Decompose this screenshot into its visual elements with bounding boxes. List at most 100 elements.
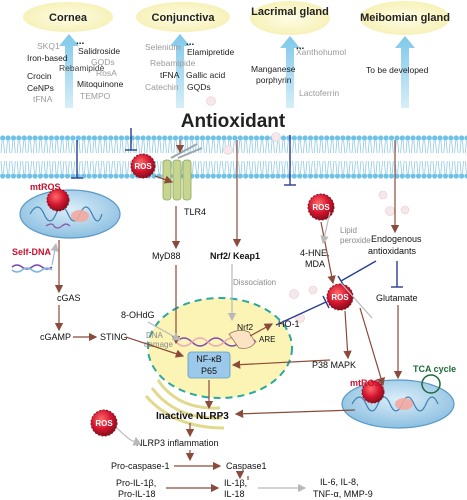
agent-lactoferrin: Lactoferrin bbox=[299, 88, 339, 98]
membrane-head bbox=[221, 135, 227, 141]
pro-il18-label: Pro-IL-18 bbox=[118, 489, 156, 499]
agents-conjunctiva: ... Selenium Elamipretide Rebamipide tFN… bbox=[145, 37, 235, 92]
membrane-head bbox=[199, 173, 206, 179]
membrane-head bbox=[253, 173, 260, 179]
membrane-head bbox=[378, 173, 384, 179]
agents-cornea: ... SKQ1 Iron-based Crocin CeNPs tFNA Sa… bbox=[27, 36, 124, 104]
agent-skq1: SKQ1 bbox=[37, 41, 60, 51]
up-arrow-lacrimal bbox=[280, 36, 300, 108]
membrane-head bbox=[426, 135, 432, 141]
membrane-head bbox=[124, 173, 130, 179]
membrane-head bbox=[361, 135, 368, 141]
membrane-head bbox=[329, 173, 335, 179]
membrane-head bbox=[340, 135, 346, 141]
membrane-head bbox=[421, 135, 427, 141]
membrane-head bbox=[351, 173, 357, 179]
ros-icon-tlr4 bbox=[130, 153, 156, 179]
membrane-head bbox=[27, 135, 33, 141]
membrane-head bbox=[64, 135, 71, 141]
agent-crocin: Crocin bbox=[27, 71, 52, 81]
lipid-label-2: peroxide bbox=[340, 236, 371, 245]
nrf2-keap1-label: Nrf2/ Keap1 bbox=[210, 251, 260, 261]
membrane-head bbox=[313, 173, 319, 179]
membrane-head bbox=[253, 135, 260, 141]
nfkb-label: NF-κB bbox=[196, 354, 222, 364]
membrane-head bbox=[172, 135, 179, 141]
endogenous-label-2: antioxidants bbox=[368, 246, 417, 256]
agent-iron-based: Iron-based bbox=[27, 53, 68, 63]
membrane-head bbox=[259, 135, 265, 141]
ros-label-membrane-right: ROS bbox=[312, 203, 330, 212]
up-arrow-meibomian bbox=[395, 36, 415, 108]
membrane-head bbox=[248, 173, 254, 179]
membrane-head bbox=[291, 173, 297, 179]
il18-label: IL-18 bbox=[224, 489, 245, 499]
il1b-label: IL-1β, bbox=[224, 478, 247, 488]
endogenous-label-1: Endogenous bbox=[371, 234, 422, 244]
agents-meibomian: To be developed bbox=[366, 65, 429, 75]
membrane-head bbox=[70, 135, 76, 141]
membrane-head bbox=[432, 135, 438, 141]
membrane-head bbox=[464, 173, 467, 179]
membrane-head bbox=[237, 173, 243, 179]
membrane-head bbox=[140, 135, 146, 141]
membrane-head bbox=[372, 135, 378, 141]
membrane-head bbox=[302, 135, 308, 141]
membrane-head bbox=[178, 135, 184, 141]
membrane-head bbox=[21, 173, 27, 179]
membrane-head bbox=[248, 135, 254, 141]
membrane-head bbox=[237, 135, 243, 141]
membrane-head bbox=[194, 135, 200, 141]
membrane-head bbox=[442, 135, 449, 141]
ros-icon-membrane-right bbox=[307, 193, 335, 221]
membrane-head bbox=[113, 173, 119, 179]
pro-il1b-label: Pro-IL-1β, bbox=[116, 478, 156, 488]
membrane-head bbox=[21, 135, 27, 141]
membrane-head bbox=[345, 135, 351, 141]
membrane-head bbox=[307, 135, 314, 141]
membrane-head bbox=[48, 135, 54, 141]
membrane-head bbox=[183, 135, 189, 141]
membrane-head bbox=[280, 173, 287, 179]
nucleus bbox=[147, 297, 293, 399]
membrane-head bbox=[388, 173, 395, 179]
mtros-label-left: mtROS bbox=[30, 182, 61, 192]
membrane-head bbox=[189, 135, 195, 141]
membrane-head bbox=[442, 173, 449, 179]
membrane-head bbox=[59, 173, 65, 179]
membrane-head bbox=[361, 173, 368, 179]
membrane-head bbox=[86, 173, 92, 179]
antioxidant-title: Antioxidant bbox=[181, 111, 286, 132]
membrane-head bbox=[43, 173, 49, 179]
membrane-head bbox=[226, 173, 233, 179]
membrane-head bbox=[421, 173, 427, 179]
membrane-head bbox=[10, 135, 17, 141]
agent-gallic-acid: Gallic acid bbox=[186, 70, 225, 80]
tissue-name-lacrimal-gland: Lacrimal gland bbox=[251, 6, 329, 18]
membrane-head bbox=[286, 135, 292, 141]
sting-label: STING bbox=[100, 332, 128, 342]
membrane-head bbox=[307, 173, 314, 179]
membrane-head bbox=[405, 173, 411, 179]
membrane-head bbox=[448, 135, 454, 141]
tissue-meibomian-gland: Meibomian gland bbox=[360, 1, 450, 35]
membrane-head bbox=[367, 135, 373, 141]
inactive-nlrp3-label: Inactive NLRP3 bbox=[156, 411, 229, 422]
membrane-head bbox=[324, 173, 330, 179]
membrane-head bbox=[399, 135, 405, 141]
dna-damage-label-1: DNA bbox=[146, 331, 164, 340]
agent-manganese: Manganese bbox=[251, 64, 296, 74]
membrane-head bbox=[383, 173, 389, 179]
ho1-label: HO-1 bbox=[278, 319, 300, 329]
membrane-head bbox=[264, 173, 270, 179]
membrane-head bbox=[383, 135, 389, 141]
are-label: ARE bbox=[259, 335, 275, 344]
membrane-head bbox=[345, 173, 351, 179]
membrane-head bbox=[124, 135, 130, 141]
membrane-head bbox=[297, 173, 303, 179]
membrane-head bbox=[437, 173, 443, 179]
membrane-head bbox=[108, 135, 114, 141]
membrane-head bbox=[162, 135, 168, 141]
membrane-head bbox=[37, 173, 44, 179]
tissue-name-cornea: Cornea bbox=[49, 12, 88, 24]
